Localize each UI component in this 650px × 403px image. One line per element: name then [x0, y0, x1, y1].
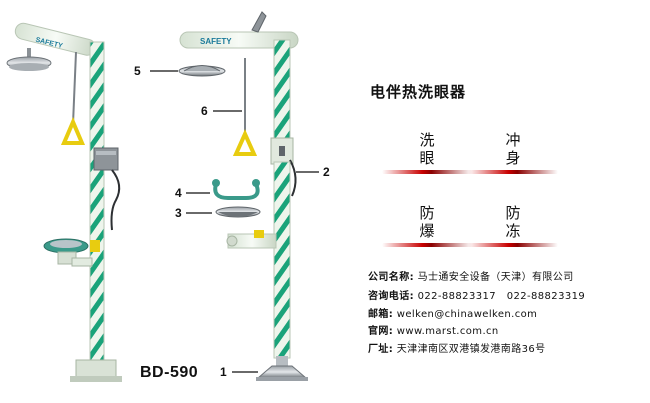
feature-eyewash: 洗 眼 — [382, 131, 472, 174]
website-row: 官网: www.marst.com.cn — [368, 322, 499, 337]
brand-mark-right: SAFETY — [200, 37, 232, 46]
assembled-eyewash-unit: SAFETY — [6, 22, 122, 382]
callout-1: 1 — [220, 365, 227, 379]
callout-2: 2 — [323, 165, 330, 179]
email-address[interactable]: welken@chinawelken.com — [396, 309, 538, 320]
callout-3: 3 — [175, 206, 182, 220]
feature-char: 冲 — [505, 131, 521, 149]
feature-explosion-proof: 防 爆 — [382, 204, 472, 247]
feature-body-shower: 冲 身 — [468, 131, 558, 174]
address-row: 厂址: 天津津南区双港镇发港南路36号 — [368, 340, 546, 355]
callout-5: 5 — [134, 64, 141, 78]
feature-char: 身 — [505, 149, 521, 167]
website-link[interactable]: www.marst.com.cn — [396, 326, 499, 337]
phone-label: 咨询电话: — [368, 291, 414, 302]
product-illustration: SAFETY SAFETY — [6, 11, 319, 382]
phone-numbers: 022-88823317 022-88823319 — [417, 291, 586, 302]
callout-6: 6 — [201, 104, 208, 118]
feature-char: 冻 — [505, 222, 521, 240]
feature-char: 爆 — [419, 222, 435, 240]
website-label: 官网: — [368, 326, 394, 337]
feature-antifreeze: 防 冻 — [468, 204, 558, 247]
phone-row: 咨询电话: 022-88823317 022-88823319 — [368, 287, 585, 302]
feature-underline — [468, 170, 558, 174]
feature-char: 洗 — [419, 131, 435, 149]
company-name: 马士通安全设备（天津）有限公司 — [417, 272, 574, 283]
feature-underline — [382, 243, 472, 247]
exploded-eyewash-unit: SAFETY — [178, 11, 308, 381]
feature-underline — [382, 170, 472, 174]
email-label: 邮箱: — [368, 309, 394, 320]
feature-char: 防 — [419, 204, 435, 222]
email-row: 邮箱: welken@chinawelken.com — [368, 305, 537, 320]
callout-4: 4 — [175, 186, 182, 200]
company-name-label: 公司名称: — [368, 272, 414, 283]
model-number: BD-590 — [140, 364, 199, 381]
address-text: 天津津南区双港镇发港南路36号 — [396, 344, 546, 355]
feature-char: 防 — [505, 204, 521, 222]
product-title: 电伴热洗眼器 — [370, 83, 467, 101]
feature-char: 眼 — [419, 149, 435, 167]
address-label: 厂址: — [368, 344, 394, 355]
company-name-row: 公司名称: 马士通安全设备（天津）有限公司 — [368, 268, 574, 283]
feature-underline — [468, 243, 558, 247]
